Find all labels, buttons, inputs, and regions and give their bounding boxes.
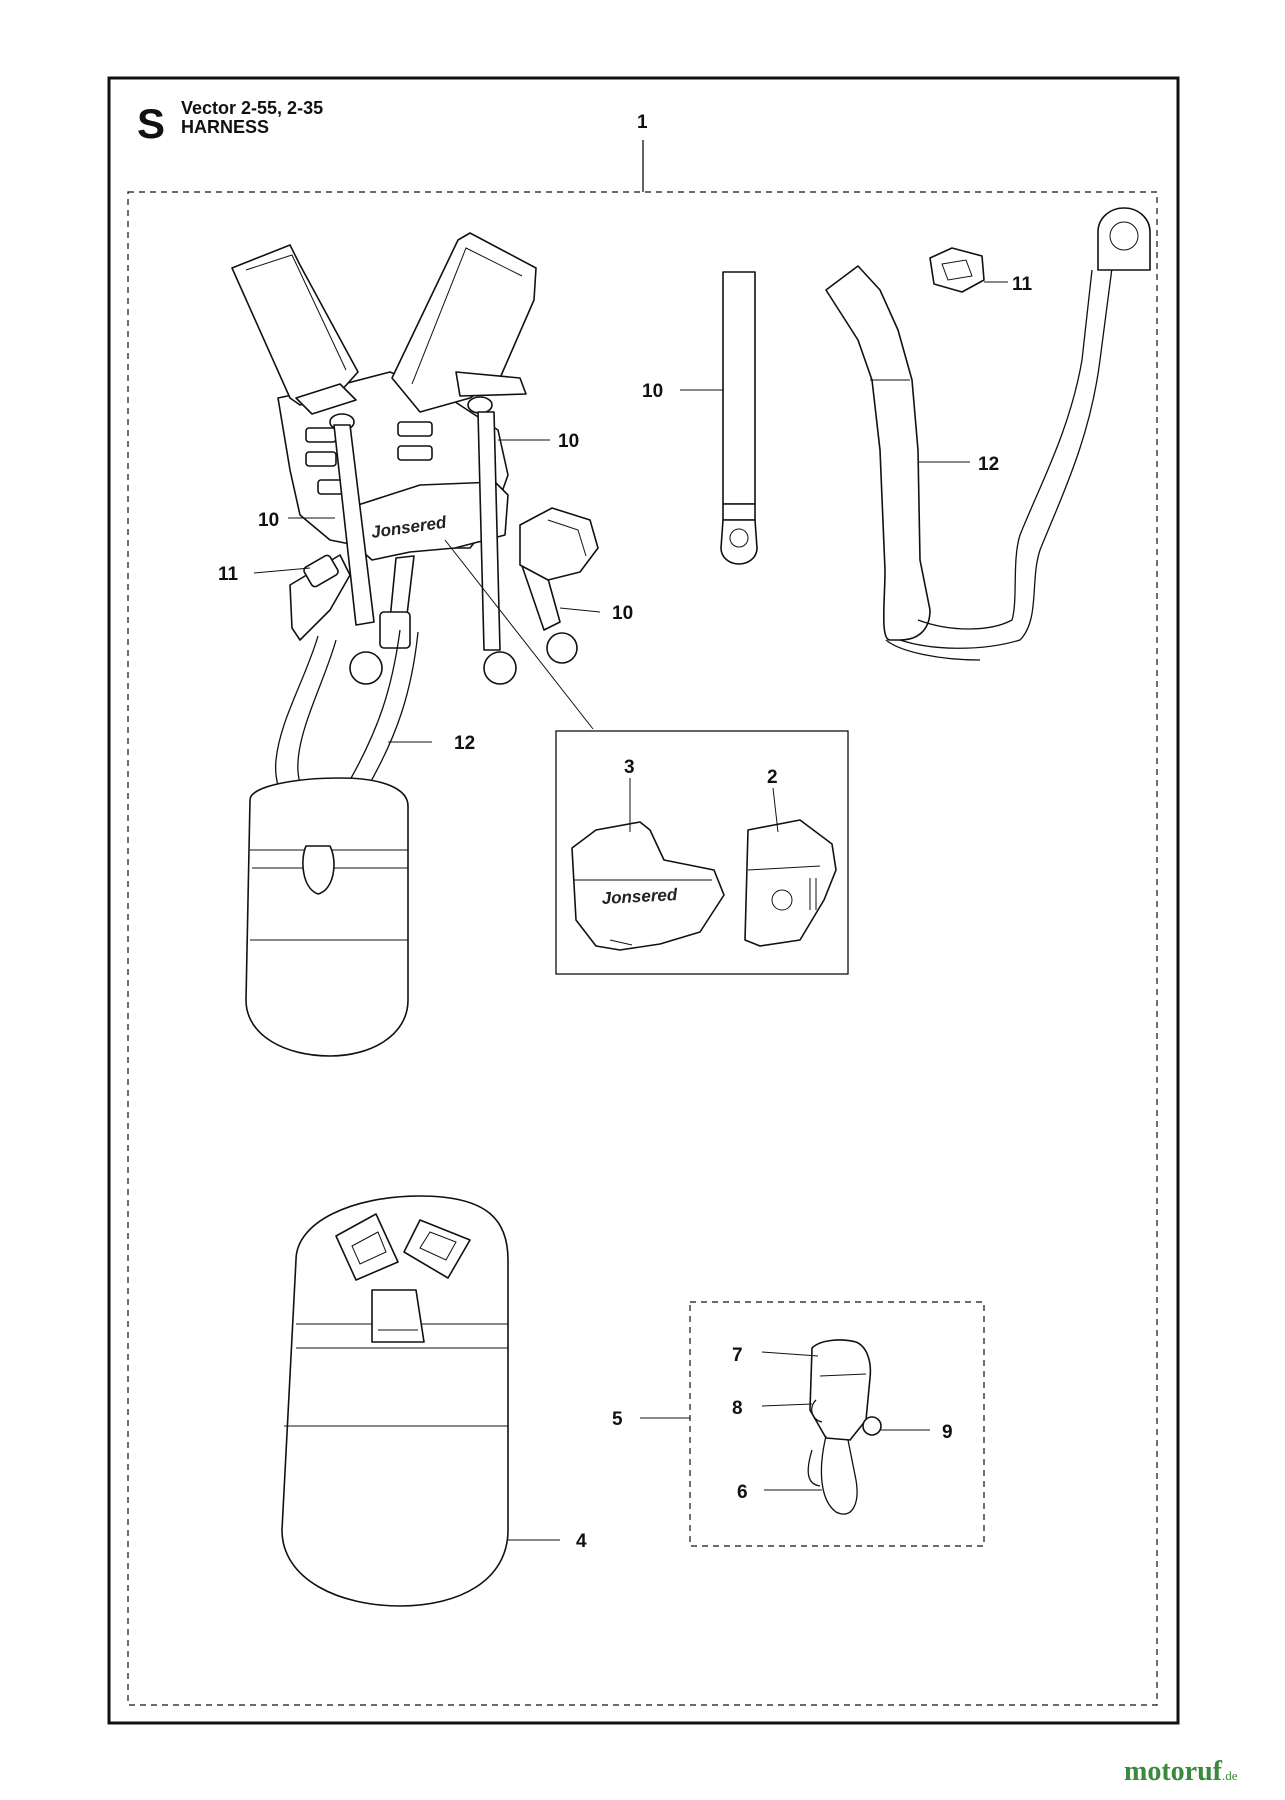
callout-3: 3 [624, 757, 635, 778]
hip-pad-slot-left [335, 1213, 399, 1281]
callout-2: 2 [767, 767, 778, 788]
assembly-dashed-frame [127, 191, 1158, 1706]
pad-logo: Jonsered [601, 885, 678, 908]
callout-1: 1 [637, 112, 648, 133]
strap-clip [379, 611, 411, 649]
hip-strap [825, 207, 1151, 661]
right-shoulder-pad [391, 232, 537, 413]
spare-buckle [929, 247, 985, 293]
hip-pad-slot-right [403, 1219, 471, 1279]
hook-assembly [807, 1339, 882, 1515]
back-plate-slot [305, 451, 337, 467]
shoulder-buckle-left [295, 383, 357, 415]
callout-9: 9 [942, 1422, 953, 1443]
back-plate-slot [397, 445, 433, 461]
harness-assembly: Jonsered [231, 232, 599, 1057]
callout-10-harness-rear: 10 [612, 603, 633, 624]
hook-body [809, 1339, 872, 1441]
callout-8: 8 [732, 1398, 743, 1419]
left-shoulder-pad [231, 244, 359, 406]
leader-8 [761, 1403, 813, 1407]
hook-pin [862, 1416, 882, 1436]
chest-pad-detail-box [555, 730, 849, 975]
callout-6: 6 [737, 1482, 748, 1503]
watermark-name: motoruf [1124, 1756, 1222, 1787]
spare-strap-body [722, 271, 756, 505]
callout-11-spare-buckle: 11 [1012, 274, 1033, 295]
strap-tip [546, 632, 578, 664]
snap-hook [820, 1435, 858, 1515]
strap-right-front [477, 411, 501, 651]
hip-pad-clasp [302, 845, 335, 895]
hip-strap-belt [899, 267, 1113, 649]
diagram-title: HARNESS [181, 117, 269, 137]
callout-12-hip-strap: 12 [978, 454, 999, 475]
callout-12-harness: 12 [454, 733, 475, 754]
hip-strap-pad [825, 265, 931, 641]
hook-assembly-box [689, 1301, 985, 1547]
chest-pad-part-2 [744, 819, 837, 947]
back-plate-slot [397, 421, 433, 437]
hip-strap-end [1097, 207, 1151, 271]
back-plate-slot [305, 427, 337, 443]
callout-7: 7 [732, 1345, 743, 1366]
hook-spring [811, 1399, 823, 1423]
hip-pad-tab [371, 1289, 425, 1343]
callout-10-harness-right: 10 [558, 431, 579, 452]
callout-4: 4 [576, 1531, 587, 1552]
strap-tip [349, 651, 383, 685]
callout-11-harness: 11 [218, 564, 239, 585]
leader-2 [772, 787, 779, 833]
model-line: Vector 2-55, 2-35 [181, 98, 323, 118]
hip-pad-body [281, 1195, 509, 1607]
strap-left-front [333, 424, 375, 626]
strap-tip [483, 651, 517, 685]
hip-pad [245, 777, 409, 1057]
hip-pad-part-4 [281, 1195, 509, 1607]
spare-strap [720, 271, 758, 565]
watermark-suffix: .de [1221, 1768, 1238, 1783]
outer-frame [107, 76, 1180, 1725]
shoulder-buckle-right [455, 371, 527, 397]
harness-leaders [253, 439, 601, 743]
buckle-pin-right [467, 396, 493, 414]
left-belt-buckle [303, 554, 339, 588]
side-belt-pad [519, 507, 599, 581]
callout-10-harness-left: 10 [258, 510, 279, 531]
watermark: motoruf.de [1124, 1756, 1282, 1790]
spare-strap-end [720, 519, 758, 565]
callout-5: 5 [612, 1409, 623, 1430]
spare-strap-tip-band [722, 503, 756, 521]
leader-7 [761, 1351, 819, 1357]
chest-pad-part-3: Jonsered [571, 821, 725, 951]
section-letter: S [137, 100, 165, 147]
callout-10-spare-strap: 10 [642, 381, 663, 402]
